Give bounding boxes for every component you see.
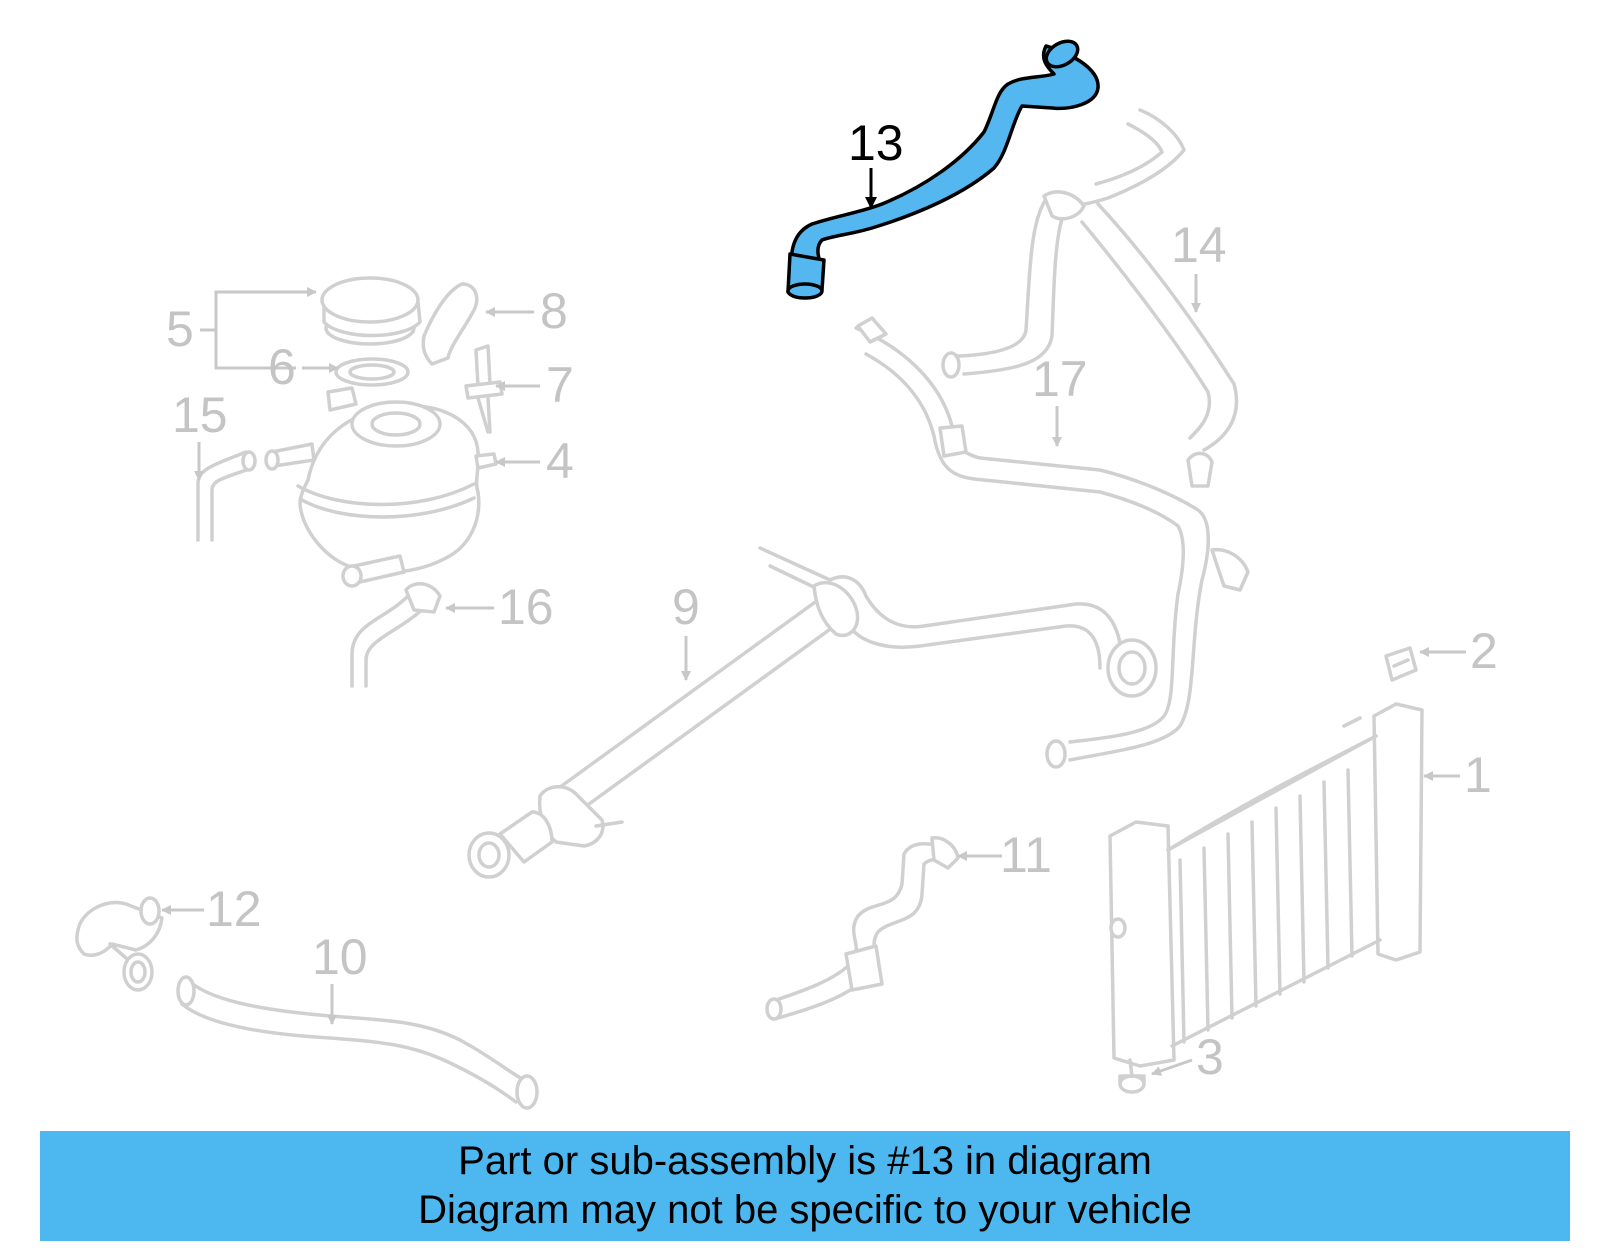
svg-text:10: 10 bbox=[312, 929, 368, 985]
callout-12: 12 bbox=[161, 881, 262, 937]
callout-6: 6 bbox=[268, 339, 339, 395]
callout-2: 2 bbox=[1419, 623, 1498, 679]
part-2-clip bbox=[1384, 646, 1418, 682]
callout-10: 10 bbox=[312, 929, 368, 1025]
info-banner: Part or sub-assembly is #13 in diagram D… bbox=[40, 1131, 1570, 1241]
callout-13-label: 13 bbox=[848, 115, 904, 171]
part-12-elbow bbox=[75, 896, 164, 992]
svg-text:6: 6 bbox=[268, 339, 296, 395]
banner-line-2: Diagram may not be specific to your vehi… bbox=[418, 1188, 1192, 1232]
part-15-hose bbox=[196, 450, 257, 542]
callout-4: 4 bbox=[495, 433, 574, 489]
part-14-pipe bbox=[941, 108, 1239, 452]
callout-14: 14 bbox=[1171, 217, 1227, 313]
callout-1: 1 bbox=[1423, 747, 1492, 803]
svg-text:9: 9 bbox=[672, 579, 700, 635]
part-4-reservoir bbox=[264, 386, 498, 588]
part-11-hose bbox=[765, 836, 960, 1021]
callout-5: 5 bbox=[166, 287, 317, 370]
callout-15: 15 bbox=[172, 387, 228, 481]
svg-text:5: 5 bbox=[166, 301, 194, 357]
svg-text:16: 16 bbox=[498, 579, 554, 635]
svg-text:15: 15 bbox=[172, 387, 228, 443]
svg-text:7: 7 bbox=[546, 357, 574, 413]
callout-16: 16 bbox=[445, 579, 554, 635]
part-7-bolt bbox=[464, 344, 504, 434]
part-17-tube bbox=[854, 316, 1250, 769]
callout-3: 3 bbox=[1151, 1029, 1224, 1085]
svg-text:3: 3 bbox=[1196, 1029, 1224, 1085]
banner-line-1: Part or sub-assembly is #13 in diagram bbox=[458, 1139, 1152, 1183]
svg-text:8: 8 bbox=[540, 283, 568, 339]
svg-text:14: 14 bbox=[1171, 217, 1227, 273]
callout-7: 7 bbox=[495, 357, 574, 413]
part-9-pipe bbox=[467, 546, 1158, 879]
part-8-bracket bbox=[421, 282, 479, 366]
callout-17: 17 bbox=[1032, 351, 1088, 447]
svg-text:12: 12 bbox=[206, 881, 262, 937]
part-16-hose bbox=[350, 582, 442, 688]
part-3-nut bbox=[1118, 1074, 1146, 1094]
part-5-cap bbox=[320, 276, 422, 346]
callout-13: 13 bbox=[848, 115, 904, 209]
svg-text:1: 1 bbox=[1464, 747, 1492, 803]
callout-8: 8 bbox=[485, 283, 568, 339]
callout-9: 9 bbox=[672, 579, 700, 681]
part-6-seal bbox=[334, 357, 410, 387]
part-1-radiator bbox=[1108, 702, 1424, 1078]
callout-11: 11 bbox=[957, 827, 1052, 883]
svg-text:17: 17 bbox=[1032, 351, 1088, 407]
svg-text:2: 2 bbox=[1470, 623, 1498, 679]
part-10-hose bbox=[176, 975, 539, 1110]
part-13-hose[interactable] bbox=[786, 36, 1100, 300]
svg-text:4: 4 bbox=[546, 433, 574, 489]
svg-text:11: 11 bbox=[1000, 827, 1052, 883]
